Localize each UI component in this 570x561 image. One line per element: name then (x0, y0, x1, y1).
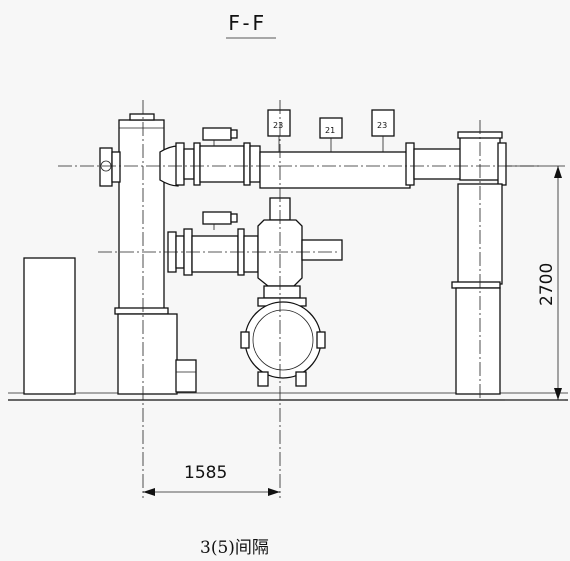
central-assembly (240, 197, 343, 387)
dimension-2700-label: 2700 (537, 263, 557, 306)
right-support (451, 183, 503, 395)
left-column (99, 113, 197, 395)
bus-tag-1: 23 (273, 121, 283, 130)
lower-duct (167, 211, 259, 276)
bus-tag-3: 23 (377, 121, 387, 130)
upper-bus-duct (159, 109, 507, 189)
dimension-1585 (143, 488, 280, 496)
bus-tag-2: 21 (325, 126, 335, 135)
dimension-1585-label: 1585 (184, 463, 227, 483)
dimension-2700 (505, 165, 565, 401)
caption: 3(5)间隔 (200, 538, 269, 558)
control-cabinet (23, 257, 76, 395)
section-title: F-F (228, 11, 264, 35)
